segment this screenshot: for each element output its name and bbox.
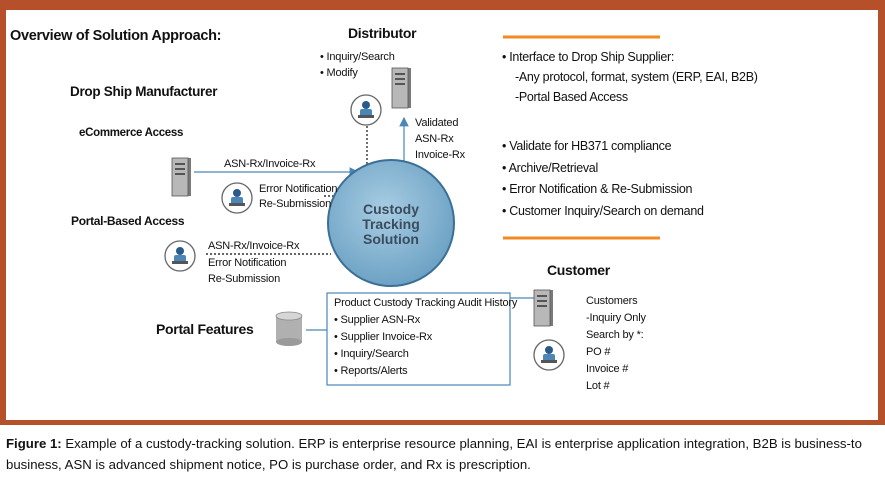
portal-user-icon [164, 240, 196, 272]
distributor-user-icon [350, 94, 382, 126]
page-title: Overview of Solution Approach: [10, 28, 222, 44]
customer-line: PO # [586, 346, 611, 358]
portal-flow-label: ASN-Rx/Invoice-Rx [208, 240, 300, 252]
ecommerce-resubmission-label: Re-Submission [259, 198, 331, 210]
customer-line: -Inquiry Only [586, 312, 646, 324]
customer-server-icon [533, 289, 553, 327]
capabilities-group-2: • Validate for HB371 compliance • Archiv… [502, 136, 704, 222]
portal-feature-item: • Reports/Alerts [334, 365, 408, 377]
capabilities-group-1: • Interface to Drop Ship Supplier: -Any … [502, 47, 758, 107]
caption-text: Example of a custody-tracking solution. … [6, 436, 862, 472]
customer-line: Search by *: [586, 329, 644, 341]
portal-box-title: Product Custody Tracking Audit History [334, 297, 518, 309]
diagram-panel: Overview of Solution Approach: Distribut… [6, 10, 878, 420]
distributor-server-icon [391, 67, 411, 109]
distributor-label: Distributor [348, 25, 417, 41]
ecommerce-label: eCommerce Access [79, 127, 184, 139]
database-icon [275, 311, 303, 346]
ecommerce-server-icon [171, 157, 191, 197]
customer-line: Lot # [586, 380, 610, 392]
validated-invoice: Invoice-Rx [415, 149, 465, 161]
manufacturer-label: Drop Ship Manufacturer [70, 84, 218, 99]
capability-item: • Error Notification & Re-Submission [502, 182, 693, 196]
capability-item: • Validate for HB371 compliance [502, 139, 672, 153]
customer-user-icon [533, 339, 565, 371]
ecommerce-error-label: Error Notification [259, 183, 338, 195]
validated-asn: ASN-Rx [415, 133, 454, 145]
portal-feature-item: • Inquiry/Search [334, 348, 409, 360]
customer-line: Invoice # [586, 363, 629, 375]
portal-feature-item: • Supplier ASN-Rx [334, 314, 421, 326]
connector-layer [194, 35, 660, 386]
capability-item: • Interface to Drop Ship Supplier: [502, 50, 675, 64]
portal-access-label: Portal-Based Access [71, 214, 185, 228]
ecommerce-user-icon [221, 182, 253, 214]
custody-tracking-circle [327, 159, 455, 287]
figure-caption: Figure 1: Example of a custody-tracking … [6, 433, 878, 475]
center-label: Custody Tracking Solution [362, 201, 420, 247]
capability-subitem: -Any protocol, format, system (ERP, EAI,… [515, 70, 758, 84]
capability-item: • Archive/Retrieval [502, 160, 598, 175]
portal-resubmission-label: Re-Submission [208, 273, 280, 285]
portal-features-label: Portal Features [156, 321, 254, 337]
capability-item: • Customer Inquiry/Search on demand [502, 203, 704, 218]
portal-features-box [326, 292, 511, 386]
distributor-item: • Modify [320, 67, 358, 79]
customer-line: Customers [586, 295, 638, 307]
ecommerce-flow-label: ASN-Rx/Invoice-Rx [224, 158, 316, 170]
distributor-item: • Inquiry/Search [320, 51, 395, 63]
portal-feature-item: • Supplier Invoice-Rx [334, 331, 433, 343]
portal-error-label: Error Notification [208, 257, 287, 269]
caption-label: Figure 1: [6, 436, 62, 451]
capability-subitem: -Portal Based Access [515, 90, 628, 104]
customer-label: Customer [547, 262, 610, 278]
validated-label: Validated [415, 117, 459, 129]
